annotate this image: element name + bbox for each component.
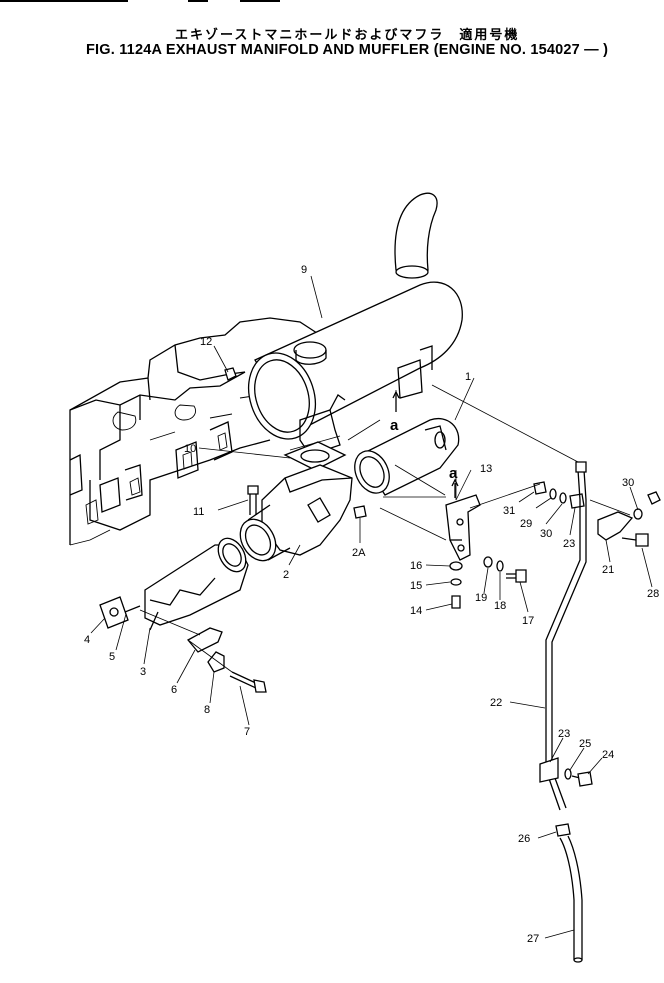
callout-23-lower: 23 — [558, 728, 570, 740]
stud — [124, 605, 141, 613]
callout-21: 21 — [602, 564, 614, 576]
callout-7: 7 — [244, 726, 250, 738]
view-marker-a-1: a — [390, 417, 399, 434]
callout-11: 11 — [193, 506, 204, 518]
callout-6: 6 — [171, 684, 177, 696]
callout-2: 2 — [283, 569, 289, 581]
figure-title: FIG. 1124A EXHAUST MANIFOLD AND MUFFLER … — [86, 42, 609, 58]
callout-13: 13 — [480, 463, 492, 475]
title-japanese: エキゾーストマニホールドおよびマフラ 適用号機 — [175, 28, 520, 43]
callout-28: 28 — [647, 588, 659, 600]
callout-9: 9 — [301, 264, 307, 276]
callout-15: 15 — [410, 580, 422, 592]
callout-16: 16 — [410, 560, 422, 572]
callout-23-upper: 23 — [563, 538, 575, 550]
callout-5: 5 — [109, 651, 115, 663]
callout-3: 3 — [140, 666, 146, 678]
callout-2a: 2A — [352, 547, 366, 559]
callout-26: 26 — [518, 833, 530, 845]
callout-24: 24 — [602, 749, 614, 761]
pipe — [354, 418, 460, 496]
bolt-11 — [247, 485, 259, 515]
callout-12: 12 — [200, 336, 212, 348]
hose — [555, 823, 583, 963]
clamp-21 — [597, 511, 649, 547]
callout-30-lower: 30 — [540, 528, 552, 540]
callout-leaders — [90, 275, 653, 939]
callout-14: 14 — [410, 605, 422, 617]
header-rule-right — [240, 0, 280, 2]
washer-30 — [633, 508, 643, 520]
callouts: 1 2 2A 3 4 5 6 7 8 9 10 11 12 13 14 15 1… — [84, 264, 659, 945]
callout-22: 22 — [490, 697, 502, 709]
manifold-gasket — [99, 596, 129, 629]
view-marker-a-2: a — [449, 465, 458, 482]
callout-27: 27 — [527, 933, 539, 945]
callout-25: 25 — [579, 738, 591, 750]
callout-17: 17 — [522, 615, 534, 627]
bolt-7 — [229, 671, 267, 693]
bolt-30 — [647, 491, 661, 505]
exhaust-manifold — [144, 537, 249, 631]
callout-10: 10 — [184, 443, 196, 455]
gasket — [283, 441, 347, 471]
hardware-24-25 — [564, 768, 593, 787]
bracket — [445, 494, 481, 561]
callout-8: 8 — [204, 704, 210, 716]
callout-19: 19 — [475, 592, 487, 604]
drain-tube — [539, 461, 587, 811]
hardware-14-19 — [449, 556, 527, 609]
header-rule-mid — [188, 0, 208, 2]
callout-30-upper: 30 — [622, 477, 634, 489]
callout-1: 1 — [465, 371, 471, 383]
callout-29: 29 — [520, 518, 532, 530]
elbow-pipe — [239, 464, 353, 562]
view-markers: a a — [390, 390, 459, 498]
clamp — [186, 627, 223, 653]
header-rule-left — [0, 0, 128, 2]
engine-block — [69, 317, 321, 546]
plug — [353, 505, 367, 519]
lock-washer — [207, 651, 225, 673]
callout-18: 18 — [494, 600, 506, 612]
callout-4: 4 — [84, 634, 90, 646]
callout-31: 31 — [503, 505, 515, 517]
muffler — [248, 192, 463, 456]
assembly-lines — [139, 384, 631, 673]
